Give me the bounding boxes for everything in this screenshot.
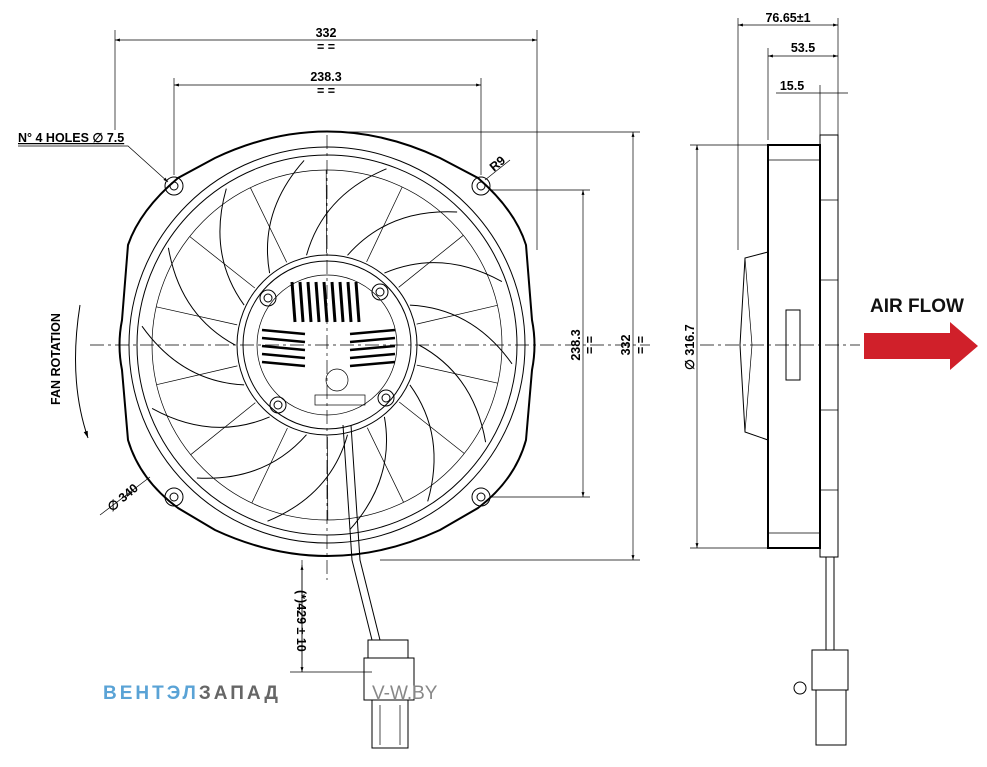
side-body	[767, 144, 821, 549]
fan-blade	[306, 168, 387, 256]
guard-spoke	[398, 235, 464, 288]
guard-spoke	[366, 186, 403, 263]
guard-spoke	[250, 187, 288, 263]
motor-fin	[338, 281, 345, 323]
mounting-holes	[164, 176, 491, 507]
dim-total-depth: 76.65±1	[765, 11, 810, 25]
motor-fin	[349, 360, 396, 368]
motor-fin	[314, 281, 321, 323]
motor-fin	[290, 281, 297, 323]
fan-blade	[196, 434, 307, 479]
symmetry-mark-hole: = =	[317, 84, 335, 98]
motor-hub	[236, 254, 418, 436]
fan-blade	[167, 247, 236, 346]
motor-fin	[261, 328, 306, 336]
guard-spoke	[156, 365, 238, 386]
symmetry-mark-height: = =	[634, 336, 648, 354]
fan-blade	[409, 304, 513, 365]
fan-blade	[347, 211, 458, 256]
watermark-part2: ЗАПАД	[199, 683, 281, 704]
motor-fin	[261, 360, 306, 368]
airflow-label: AIR FLOW	[870, 296, 964, 317]
motor-fin	[354, 281, 361, 323]
watermark-part3: V-W.BY	[372, 683, 438, 704]
motor-fin	[349, 328, 396, 336]
watermark: ВЕНТЭЛЗАПАД V-W.BY	[103, 683, 438, 704]
watermark-part1: ВЕНТЭЛ	[103, 683, 199, 704]
guard-spoke	[251, 427, 288, 504]
side-label-plate	[785, 309, 801, 381]
guard-spoke	[416, 304, 498, 325]
motor-fin	[330, 281, 337, 323]
side-motor-bulge	[739, 251, 769, 441]
motor-fin	[322, 281, 329, 323]
guard-spoke	[416, 364, 498, 384]
motor-fin	[298, 281, 305, 323]
fan-blade	[384, 262, 503, 283]
motor-fin	[349, 352, 396, 360]
guard-spoke	[190, 402, 256, 455]
fan-blade	[267, 160, 305, 274]
holes-label: N° 4 HOLES ∅ 7.5	[18, 131, 124, 145]
motor-fin	[261, 336, 306, 344]
fan-blade	[267, 434, 348, 522]
airflow-arrow-icon	[864, 322, 978, 370]
fan-blade	[141, 325, 245, 386]
fan-blade	[151, 407, 270, 428]
fan-shroud	[118, 130, 536, 557]
cable-length-label: (*)429 ± 10	[294, 590, 308, 652]
dim-hole-spacing-horizontal: 238.3	[310, 70, 341, 84]
symmetry-mark-top: = =	[317, 40, 335, 54]
dim-side-diameter: ∅ 316.7	[683, 324, 697, 370]
motor-fin	[306, 281, 313, 323]
dim-flange-depth: 15.5	[780, 79, 804, 93]
fan-blades	[141, 160, 513, 530]
motor-fin	[349, 336, 396, 344]
dim-overall-height: 332	[619, 335, 633, 356]
fan-blade	[219, 188, 245, 306]
fan-blade	[349, 416, 387, 530]
dim-overall-width: 332	[316, 26, 337, 40]
fan-blade	[418, 344, 487, 443]
motor-fin	[349, 344, 396, 352]
rotation-arrow-icon	[75, 304, 89, 439]
svg-text:ВЕНТЭЛЗАПАД: ВЕНТЭЛЗАПАД	[103, 683, 281, 704]
fan-rotation-label: FAN ROTATION	[49, 313, 63, 405]
front-view: 332 = = 238.3 = = 238.3 = = 332 = = N° 4…	[18, 26, 650, 749]
guard-spoke	[189, 236, 256, 289]
guard-spoke	[398, 401, 465, 454]
dim-hole-spacing-vertical: 238.3	[569, 329, 583, 360]
motor-fin	[261, 352, 306, 360]
power-cable	[342, 424, 415, 749]
symmetry-mark-hole-v: = =	[583, 336, 597, 354]
side-view: 76.65±1 53.5 15.5 ∅ 316.7 AIR FLOW	[683, 11, 978, 746]
guard-spoke	[366, 427, 404, 503]
motor-fin	[346, 281, 353, 323]
motor-fin	[261, 344, 306, 352]
guard-spoke	[156, 306, 238, 326]
dim-body-depth: 53.5	[791, 41, 815, 55]
fan-blade	[409, 384, 435, 502]
